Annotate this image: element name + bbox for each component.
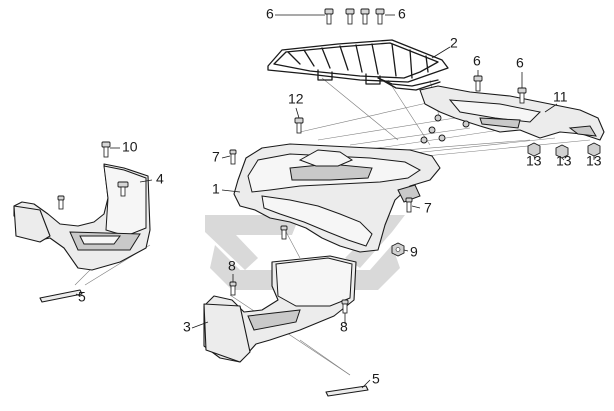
bolt-fender-mid bbox=[280, 225, 288, 240]
callout-7: 7 bbox=[424, 200, 432, 216]
callout-labels: 6 6 2 6 6 12 11 10 7 13 13 13 4 1 7 9 8 … bbox=[78, 6, 602, 387]
callout-7: 7 bbox=[212, 149, 220, 165]
callout-12: 12 bbox=[288, 91, 304, 107]
callout-6: 6 bbox=[516, 55, 524, 71]
bolt-6d bbox=[375, 8, 385, 25]
callout-6: 6 bbox=[266, 6, 274, 22]
bolt-6b bbox=[345, 8, 355, 25]
bolt-6f bbox=[517, 87, 527, 104]
callout-6: 6 bbox=[473, 53, 481, 69]
bolt-8a bbox=[229, 281, 237, 296]
part-bar-right bbox=[325, 385, 369, 397]
leader-lines bbox=[75, 14, 595, 389]
nut-9 bbox=[391, 242, 405, 257]
callout-1: 1 bbox=[212, 181, 220, 197]
bolt-10 bbox=[101, 141, 111, 158]
callout-8: 8 bbox=[340, 319, 348, 335]
callout-8: 8 bbox=[228, 258, 236, 274]
bolt-footrest-left bbox=[57, 195, 65, 210]
bolt-7b bbox=[405, 197, 413, 213]
part-right-footrest bbox=[203, 255, 357, 363]
callout-4: 4 bbox=[156, 171, 164, 187]
bolt-6e bbox=[473, 75, 483, 92]
part-rear-rack bbox=[267, 39, 449, 91]
nut-13a bbox=[527, 142, 541, 157]
callout-5: 5 bbox=[78, 289, 86, 305]
callout-13: 13 bbox=[556, 153, 572, 169]
nut-13c bbox=[587, 142, 601, 157]
callout-2: 2 bbox=[450, 35, 458, 51]
callout-10: 10 bbox=[122, 139, 138, 155]
nut-set bbox=[391, 142, 601, 257]
callout-13: 13 bbox=[526, 153, 542, 169]
callout-9: 9 bbox=[410, 244, 418, 260]
part-bar-left bbox=[39, 289, 83, 303]
bolt-7a bbox=[229, 149, 237, 165]
bolt-6a bbox=[324, 8, 334, 25]
part-rear-fender bbox=[233, 114, 470, 253]
nut-13b bbox=[555, 144, 569, 159]
callout-6: 6 bbox=[398, 6, 406, 22]
bolt-12 bbox=[294, 117, 304, 134]
bolt-set bbox=[57, 8, 527, 314]
part-rear-fender-extension bbox=[419, 85, 605, 141]
callout-3: 3 bbox=[183, 319, 191, 335]
callout-5: 5 bbox=[372, 371, 380, 387]
callout-11: 11 bbox=[553, 89, 568, 105]
bolt-8b bbox=[341, 299, 349, 314]
callout-13: 13 bbox=[586, 153, 602, 169]
bolt-6c bbox=[360, 8, 370, 25]
bolt-footrest-inner bbox=[117, 181, 129, 197]
part-left-footrest bbox=[13, 163, 151, 271]
